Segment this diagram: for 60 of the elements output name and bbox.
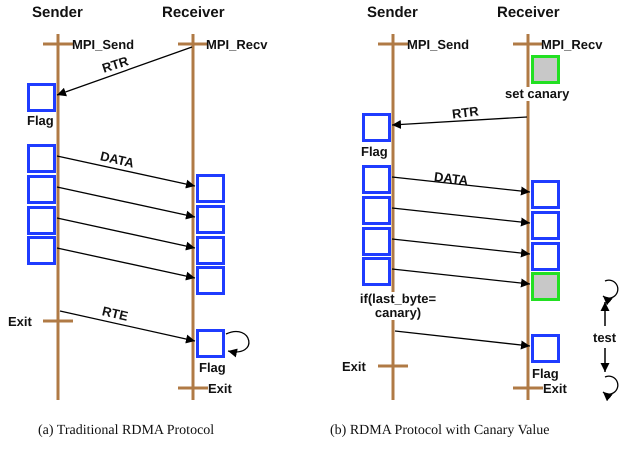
edge-label: DATA [433, 170, 469, 188]
edge-label: if(last_byte= canary) [358, 292, 438, 320]
box-caption: Flag [198, 361, 227, 375]
buffer-box [196, 266, 225, 295]
call-label: Exit [543, 382, 567, 396]
call-label: MPI_Send [407, 38, 470, 52]
edge-label: RTR [451, 104, 480, 122]
arrow [392, 176, 530, 196]
box-caption: Flag [26, 114, 55, 128]
arrow [56, 247, 196, 280]
buffer-box [196, 329, 225, 358]
arrow [392, 268, 530, 288]
box-caption: set canary [504, 87, 570, 101]
buffer-box [531, 211, 560, 240]
buffer-box [531, 180, 560, 209]
box-caption: Flag [531, 367, 560, 381]
call-label: MPI_Send [72, 38, 134, 52]
buffer-box [196, 174, 225, 203]
arrow [56, 46, 192, 96]
arrow [56, 217, 196, 250]
figure-caption: (b) RDMA Protocol with Canary Value [330, 423, 550, 439]
buffer-box [27, 206, 56, 235]
buffer-box [27, 83, 56, 112]
lifeline-header: Receiver [497, 6, 560, 20]
call-label: Exit [208, 382, 232, 396]
buffer-box [362, 227, 391, 256]
canary-buffer-box [531, 55, 560, 84]
arrow [226, 330, 250, 357]
buffer-box [196, 236, 225, 265]
edge-label: RTR [100, 54, 130, 76]
call-label: MPI_Recv [541, 38, 602, 52]
arrow [392, 238, 530, 258]
buffer-box [27, 236, 56, 265]
edge-label: RTE [100, 304, 130, 324]
arrow [56, 186, 196, 220]
box-caption: Flag [360, 145, 389, 159]
buffer-box [196, 205, 225, 234]
lifeline-header: Sender [32, 6, 83, 20]
call-label: MPI_Recv [206, 38, 268, 52]
arrow [392, 116, 528, 129]
buffer-box [362, 165, 391, 194]
canary-buffer-box [531, 272, 560, 301]
buffer-box [531, 242, 560, 271]
edge-label: DATA [98, 149, 136, 171]
lifeline-header: Receiver [162, 6, 225, 20]
figure-caption: (a) Traditional RDMA Protocol [38, 423, 216, 439]
arrow [394, 330, 530, 350]
call-label: Exit [342, 360, 366, 374]
call-label: Exit [8, 315, 32, 329]
arrow [56, 155, 196, 188]
buffer-box [362, 196, 391, 225]
arrow [60, 310, 196, 344]
note-label: test [593, 331, 616, 345]
buffer-box [362, 257, 391, 286]
buffer-box [27, 144, 56, 173]
buffer-box [531, 334, 560, 363]
lifeline-header: Sender [367, 6, 418, 20]
buffer-box [27, 175, 56, 204]
buffer-box [362, 113, 391, 142]
arrow [392, 207, 530, 226]
